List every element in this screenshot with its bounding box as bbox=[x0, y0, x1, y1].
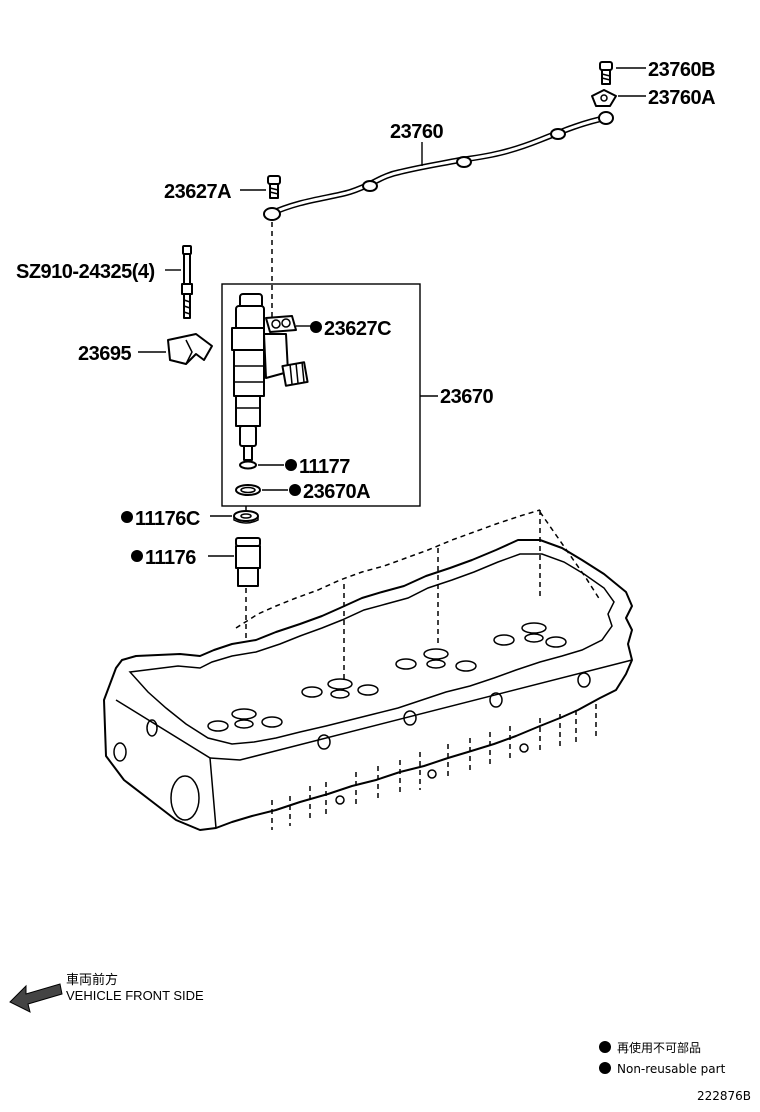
label-11176C: 11176C bbox=[135, 508, 200, 530]
label-23670: 23670 bbox=[440, 386, 493, 408]
label-23760A: 23760A bbox=[648, 87, 715, 109]
legend-en: Non-reusable part bbox=[617, 1062, 726, 1076]
non-reusable-dot bbox=[289, 484, 301, 496]
non-reusable-dot bbox=[285, 459, 297, 471]
clamp-23695 bbox=[138, 333, 213, 365]
direction-label-jp: 車両前方 bbox=[66, 972, 118, 987]
legend-dot bbox=[599, 1062, 611, 1074]
direction-label-en: VEHICLE FRONT SIDE bbox=[66, 988, 204, 1003]
bolt-23627A bbox=[240, 175, 281, 199]
label-23627A: 23627A bbox=[164, 181, 231, 203]
label-23760B: 23760B bbox=[648, 59, 715, 81]
label-23695: 23695 bbox=[78, 343, 131, 365]
sleeve-11176 bbox=[131, 537, 261, 587]
cylinder-head bbox=[103, 509, 633, 831]
label-23627C: 23627C bbox=[324, 318, 391, 340]
legend-dot bbox=[599, 1041, 611, 1053]
label-23670A: 23670A bbox=[303, 481, 370, 503]
gasket-23670A bbox=[235, 484, 301, 496]
drawing-number: 222876B bbox=[697, 1089, 751, 1103]
label-11177: 11177 bbox=[299, 456, 350, 478]
label-11176: 11176 bbox=[145, 547, 196, 569]
clamp-23760A bbox=[591, 89, 646, 107]
bolt-SZ910 bbox=[165, 245, 193, 319]
vehicle-front-arrow bbox=[9, 983, 63, 1013]
assembly-box-23670 bbox=[221, 283, 421, 507]
seal-11176C bbox=[121, 510, 259, 524]
oring-11177 bbox=[239, 459, 297, 471]
label-23760: 23760 bbox=[390, 121, 443, 143]
pipe-23760 bbox=[263, 111, 614, 221]
non-reusable-dot bbox=[121, 511, 133, 523]
injector bbox=[231, 293, 309, 461]
label-SZ910: SZ910-24325(4) bbox=[16, 261, 155, 283]
legend-jp: 再使用不可部品 bbox=[617, 1040, 701, 1055]
washer-23627C bbox=[265, 315, 322, 333]
non-reusable-dot bbox=[131, 550, 143, 562]
bolt-23760B bbox=[599, 61, 646, 85]
non-reusable-dot bbox=[310, 321, 322, 333]
